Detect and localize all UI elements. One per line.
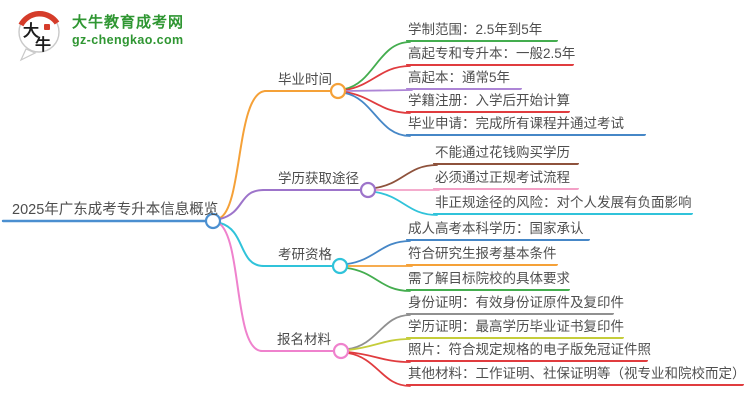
leaf-id-proof: 身份证明：有效身份证原件及复印件: [406, 295, 624, 315]
root-node-circle[interactable]: [204, 212, 222, 230]
branch-node-circle-degree-channels[interactable]: [359, 181, 377, 199]
branch-node-circle-postgrad-eligibility[interactable]: [331, 257, 349, 275]
leaf-study-length-range: 学制范围：2.5年到5年: [406, 22, 558, 42]
branch-curve-application-materials: [219, 223, 263, 352]
leaf-check-school-reqs: 需了解目标院校的具体要求: [406, 271, 570, 291]
branch-curve-degree-channels: [219, 189, 265, 220]
leaf-graduation-apply: 毕业申请：完成所有课程并通过考试: [406, 116, 646, 136]
site-name: 大牛教育成考网: [72, 14, 185, 31]
leaf-diploma-proof: 学历证明：最高学历毕业证书复印件: [406, 319, 624, 339]
logo-red-arc: [18, 11, 60, 27]
branch-label-application-materials: 报名材料: [277, 332, 331, 347]
speech-bubble-tail: [19, 48, 37, 62]
branch-node-circle-application-materials[interactable]: [332, 342, 350, 360]
leaf-curve-1-1: [344, 41, 411, 90]
branch-node-circle-graduation-time[interactable]: [329, 82, 347, 100]
leaf-curve-1-3: [345, 89, 413, 92]
leaf-gaoqiben-duration: 高起本：通常5年: [406, 70, 522, 90]
root-topic: 2025年广东成考专升本信息概览: [12, 202, 219, 218]
leaf-curve-4-4: [347, 352, 411, 387]
leaf-photo-spec: 照片：符合规定规格的电子版免冠证件照: [406, 342, 651, 362]
branch-label-graduation-time: 毕业时间: [278, 72, 332, 87]
leaf-enrollment-register: 学籍注册：入学后开始计算: [406, 93, 570, 113]
leaf-other-materials: 其他材料：工作证明、社保证明等（视专业和院校而定）: [406, 366, 746, 386]
logo-seal: [44, 24, 50, 30]
site-url: gz-chengkao.com: [72, 33, 184, 47]
leaf-meets-basic-criteria: 符合研究生报考基本条件: [406, 246, 558, 266]
leaf-formal-exam-process: 必须通过正规考试流程: [433, 170, 579, 190]
leaf-curve-4-1: [347, 314, 411, 350]
logo-char-bottom: 牛: [35, 35, 51, 54]
leaf-state-recognized: 成人高考本科学历：国家承认: [406, 221, 590, 241]
leaf-curve-1-2: [344, 65, 411, 91]
daniu-logo-icon: 大 牛: [18, 11, 60, 62]
leaf-gaoqizhuan-duration: 高起专和专升本：一般2.5年: [406, 46, 575, 66]
branch-curve-postgrad-eligibility: [219, 222, 265, 267]
leaf-informal-risk: 非正规途径的风险：对个人发展有负面影响: [433, 195, 693, 215]
leaf-curve-4-2: [347, 338, 411, 351]
leaf-curve-4-3: [347, 351, 411, 363]
logo-char-top: 大: [23, 21, 39, 40]
branch-label-degree-channels: 学历获取途径: [278, 171, 359, 186]
site-logo[interactable]: 大 牛 大牛教育成考网 gz-chengkao.com: [16, 8, 184, 62]
branch-curve-graduation-time: [219, 90, 267, 219]
leaf-curve-1-5: [344, 92, 411, 137]
leaf-no-buying-degree: 不能通过花钱购买学历: [433, 145, 579, 165]
leaf-curve-1-4: [344, 91, 411, 114]
leaf-curve-2-3: [374, 191, 438, 216]
leaf-curve-3-1: [346, 240, 411, 265]
branch-label-postgrad-eligibility: 考研资格: [278, 247, 332, 262]
leaf-curve-2-1: [374, 164, 438, 189]
leaf-curve-3-3: [346, 267, 411, 292]
